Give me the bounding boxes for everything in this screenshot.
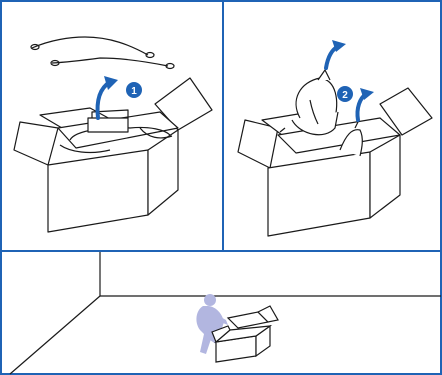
headphones-lifted-icon — [279, 69, 339, 136]
step-number-2: 2 — [342, 90, 348, 101]
room-corner-lines — [9, 252, 441, 375]
lift-arrow-2a-icon — [324, 40, 346, 70]
lift-arrow-2b-icon — [355, 88, 374, 122]
lift-arrow-1-icon — [95, 76, 118, 120]
step-badge-1: 1 — [126, 82, 142, 98]
step-number-1: 1 — [131, 86, 137, 97]
storage-box — [211, 305, 279, 363]
box-1 — [13, 77, 213, 233]
step-badge-1-circle — [126, 82, 142, 98]
step-badge-2-circle — [337, 86, 353, 102]
panel-step-2 — [237, 69, 433, 237]
step-badge-2: 2 — [337, 86, 353, 102]
stand-accessory-icon — [30, 36, 175, 70]
box-1-contents — [59, 109, 173, 154]
panel-room-storage — [9, 252, 441, 375]
headphones-in-box-icon — [339, 121, 363, 157]
panel-step-1 — [13, 36, 213, 233]
